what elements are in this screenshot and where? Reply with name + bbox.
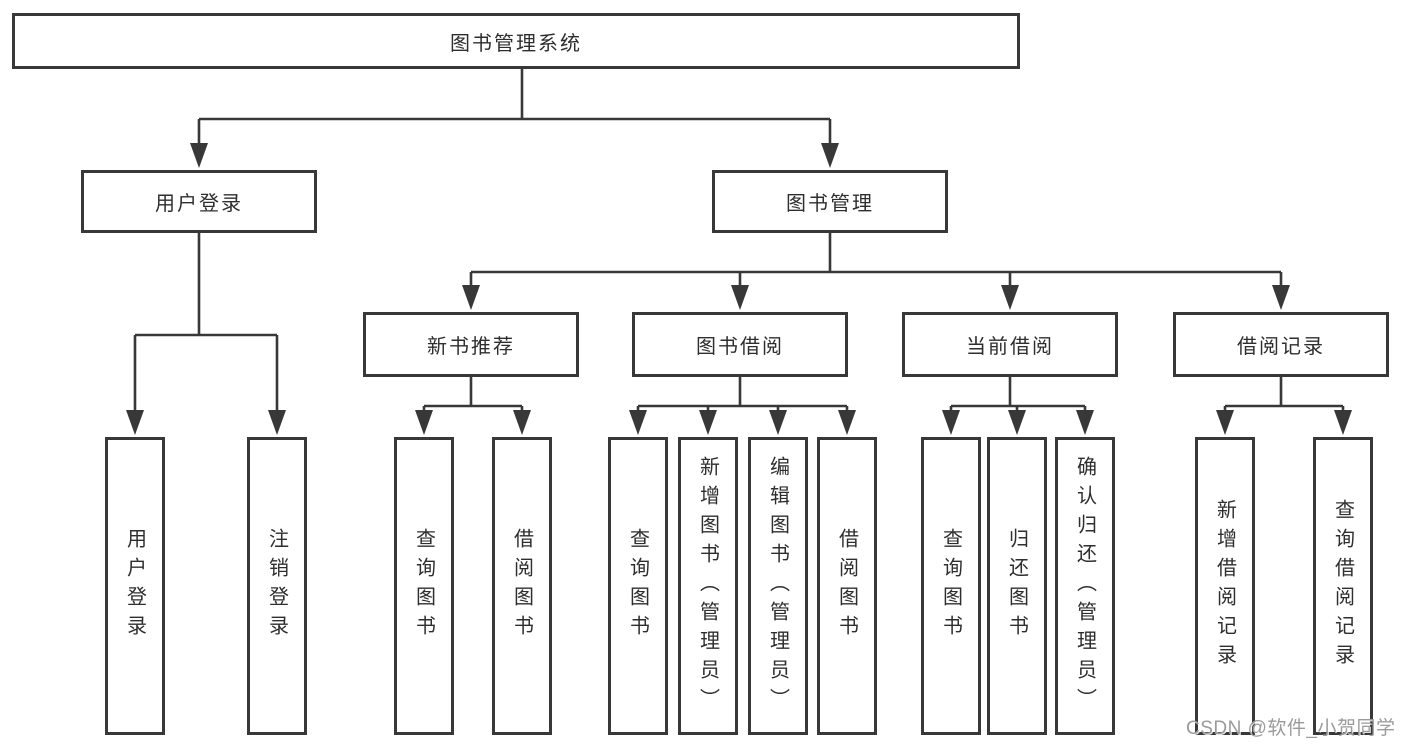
node-book-borrowing: 图书借阅 bbox=[632, 312, 848, 377]
node-confirm-return-admin: 确认归还（管理员） bbox=[1055, 437, 1115, 735]
node-query-book-borrowing: 查询图书 bbox=[608, 437, 668, 735]
node-return-book: 归还图书 bbox=[987, 437, 1047, 735]
node-edit-book-admin: 编辑图书（管理员） bbox=[748, 437, 808, 735]
node-query-book-current: 查询图书 bbox=[921, 437, 981, 735]
node-login: 用户登录 bbox=[105, 437, 165, 735]
node-borrow-book-borrowing: 借阅图书 bbox=[817, 437, 877, 735]
node-query-borrow-record: 查询借阅记录 bbox=[1313, 437, 1373, 735]
node-borrow-book-recommend: 借阅图书 bbox=[492, 437, 552, 735]
node-book-management: 图书管理 bbox=[712, 170, 948, 233]
arrowheads bbox=[126, 143, 1352, 435]
node-user-login: 用户登录 bbox=[81, 170, 317, 233]
node-current-borrowing: 当前借阅 bbox=[902, 312, 1118, 377]
node-new-book-recommend: 新书推荐 bbox=[363, 312, 579, 377]
node-borrowing-records: 借阅记录 bbox=[1173, 312, 1389, 377]
node-add-book-admin: 新增图书（管理员） bbox=[678, 437, 738, 735]
node-system-root: 图书管理系统 bbox=[12, 13, 1020, 69]
node-logout: 注销登录 bbox=[247, 437, 307, 735]
node-add-borrow-record: 新增借阅记录 bbox=[1195, 437, 1255, 735]
watermark: CSDN @软件_小贺同学 bbox=[1186, 718, 1396, 739]
node-query-book-recommend: 查询图书 bbox=[394, 437, 454, 735]
